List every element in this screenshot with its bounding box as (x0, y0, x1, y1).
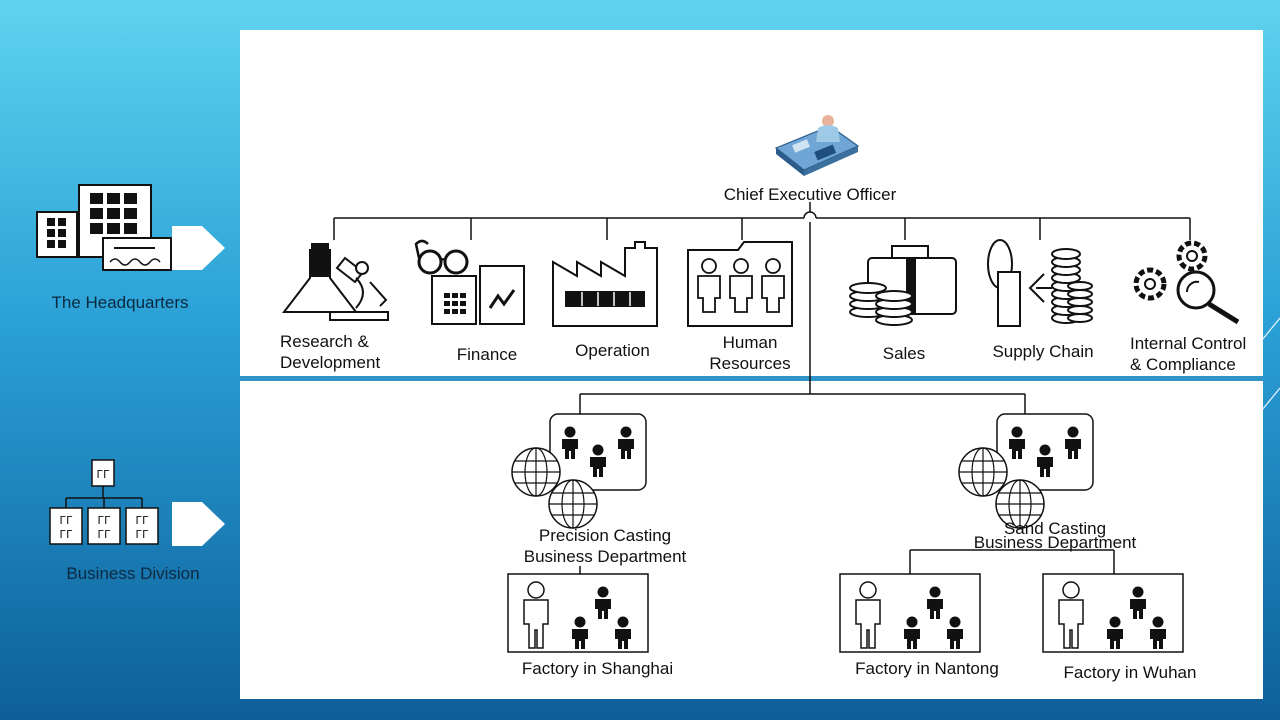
dept-internal-control-label: Internal Control& Compliance (1130, 334, 1247, 374)
sand-casting-team-icon (958, 414, 1093, 529)
human-resources-folder-icon (687, 241, 793, 327)
division-connectors (579, 393, 1115, 576)
headquarters-arrow-icon (172, 226, 225, 270)
ceo-desk-icon (774, 115, 860, 176)
dept-sales-label: Sales (882, 344, 926, 363)
factory-shanghai-label: Factory in Shanghai (521, 659, 674, 678)
decorative-slash-lines (1261, 317, 1280, 411)
factory-nantong-label: Factory in Nantong (855, 659, 999, 678)
dept-finance-label: Finance (456, 345, 518, 364)
svg-text:ΓΓ: ΓΓ (59, 514, 73, 527)
precision-casting-team-icon (511, 414, 646, 529)
business-division-arrow-icon (172, 502, 225, 546)
svg-text:ΓΓ: ΓΓ (97, 528, 111, 541)
section-divider (240, 376, 1263, 381)
factory-shanghai-icon (508, 574, 648, 652)
dept-operation-label: Operation (575, 341, 650, 360)
factory-nantong-icon (840, 574, 980, 652)
research-flask-microscope-icon (281, 243, 389, 321)
svg-text:ΓΓ: ΓΓ (135, 528, 149, 541)
ceo-label: Chief Executive Officer (723, 185, 897, 204)
hq-connectors (333, 202, 1191, 394)
svg-text:ΓΓ: ΓΓ (96, 468, 110, 481)
supply-chain-icon (987, 239, 1093, 327)
svg-text:ΓΓ: ΓΓ (135, 514, 149, 527)
sales-briefcase-coins-icon (849, 245, 957, 326)
internal-control-gears-magnifier-icon (1133, 240, 1240, 325)
headquarters-icon (36, 184, 172, 271)
factory-wuhan-icon (1043, 574, 1183, 652)
headquarters-label: The Headquarters (51, 293, 189, 312)
factory-wuhan-label: Factory in Wuhan (1063, 663, 1197, 682)
svg-text:ΓΓ: ΓΓ (59, 528, 73, 541)
svg-text:ΓΓ: ΓΓ (97, 514, 111, 527)
business-division-label: Business Division (66, 564, 200, 583)
dept-research-label: Research &Development (280, 332, 381, 372)
operation-factory-icon (552, 241, 658, 327)
finance-calculator-glasses-icon (414, 239, 525, 325)
dept-supply-chain-label: Supply Chain (992, 342, 1094, 361)
